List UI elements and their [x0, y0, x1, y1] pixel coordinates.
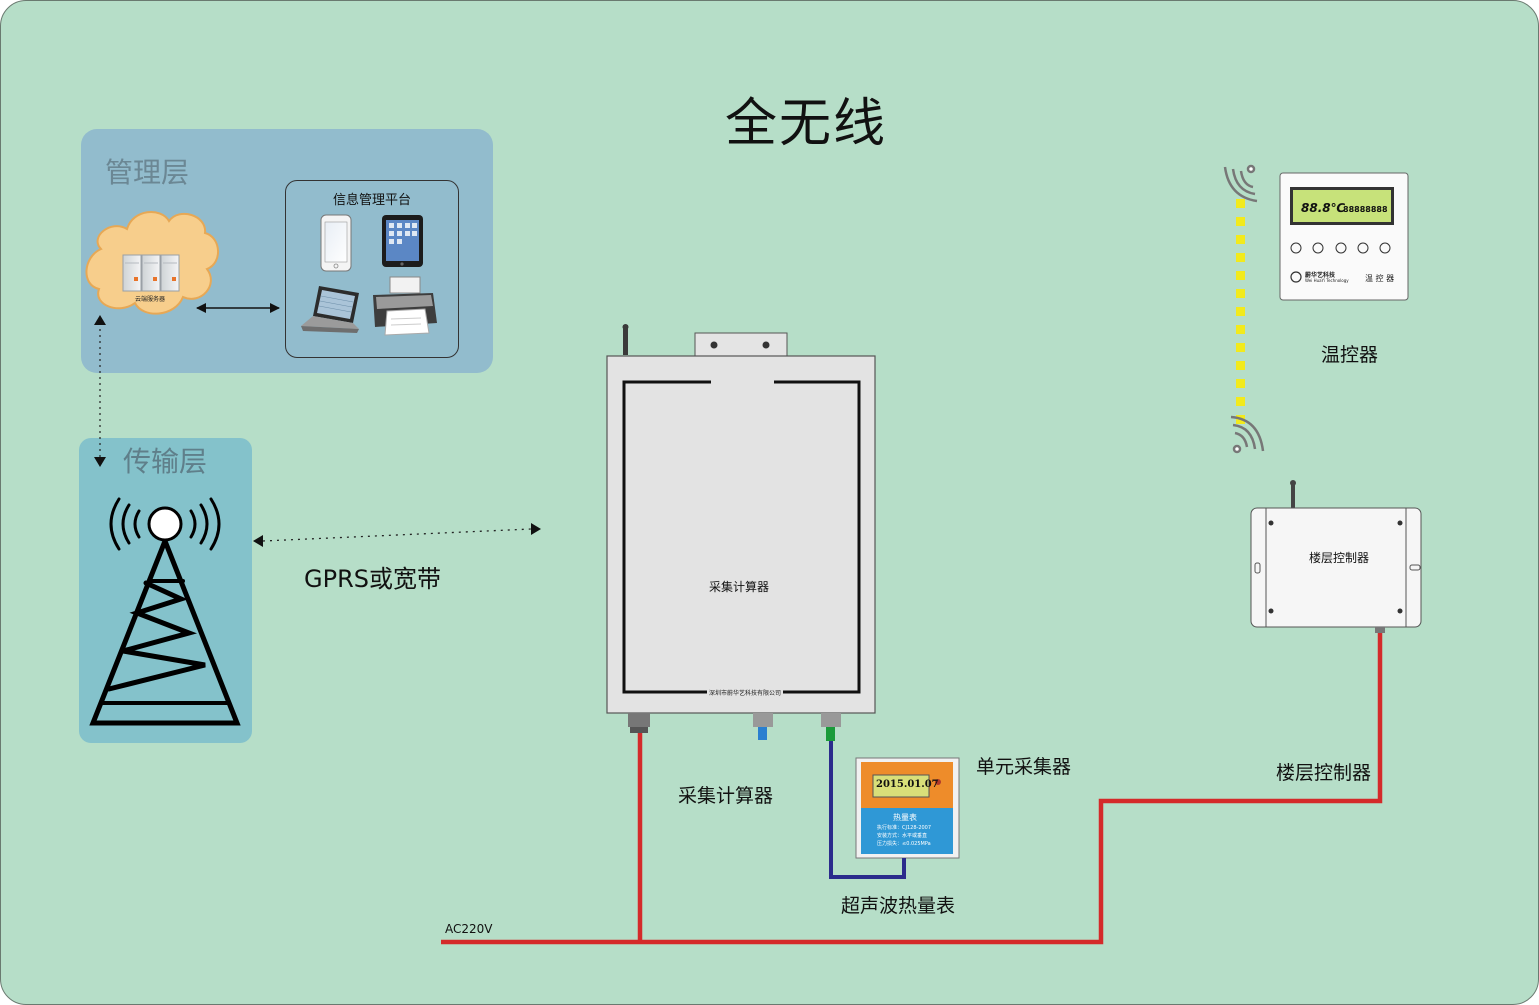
layer-link-arrow-down — [94, 457, 106, 467]
heat-meter-spec-3: 压力损失：≤0.025MPa — [877, 841, 931, 847]
thermostat-caption: 温控器 — [1321, 344, 1379, 366]
collector-panel-label: 采集计算器 — [709, 580, 770, 594]
thermostat-brand: 蔚华艺科技 — [1305, 272, 1336, 279]
floor-controller-panel-label: 楼层控制器 — [1309, 551, 1370, 565]
collector-company-label: 深圳市蔚华艺科技有限公司 — [707, 688, 784, 697]
power-supply-label: AC220V — [445, 922, 493, 936]
unit-collector-caption: 单元采集器 — [976, 756, 1072, 778]
thermostat-device — [1279, 172, 1409, 301]
heat-meter-spec-2: 安装方式：水平或垂直 — [877, 833, 928, 839]
floor-controller-caption: 楼层控制器 — [1276, 762, 1372, 784]
info-platform-box: 信息管理平台 — [285, 180, 459, 358]
wifi-signal-top-icon — [1223, 164, 1258, 203]
page-title: 全无线 — [724, 94, 887, 154]
heat-meter-caption: 超声波热量表 — [841, 895, 956, 917]
smartphone-icon — [320, 214, 352, 272]
gprs-link-label: GPRS或宽带 — [304, 565, 441, 593]
laptop-icon — [301, 286, 359, 333]
heat-meter-display: 2015.01.07 — [876, 779, 939, 790]
thermostat-digits-display: 88888888 — [1343, 205, 1388, 214]
cloud-server-icon — [85, 210, 219, 315]
floor-controller-device — [1250, 480, 1422, 633]
wifi-signal-bottom-icon — [1230, 415, 1265, 454]
signal-tower-icon — [89, 497, 241, 726]
transport-layer-title: 传输层 — [123, 445, 208, 478]
collector-caption: 采集计算器 — [678, 785, 774, 807]
thermostat-brand-en: Wei HuaYi Technology — [1305, 278, 1349, 283]
layer-link-arrow-up — [94, 315, 106, 325]
power-line-main — [441, 633, 1383, 945]
heat-meter-device — [855, 757, 960, 859]
gprs-link-arrow-left — [253, 535, 263, 547]
collector-device — [606, 324, 876, 741]
gprs-link-line — [262, 528, 532, 542]
thermostat-device-name: 温 控 器 — [1365, 274, 1395, 283]
thermostat-temp-display: 88.8℃ — [1301, 201, 1346, 215]
tablet-icon — [382, 215, 423, 267]
signal-line-heat-meter — [829, 741, 906, 879]
management-layer-title: 管理层 — [105, 156, 190, 189]
gprs-link-arrow-right — [531, 523, 541, 535]
heat-meter-spec-1: 执行标准：CJ128-2007 — [877, 825, 932, 831]
wireless-link-dots — [1236, 199, 1245, 424]
cloud-server-label: 云端服务器 — [135, 296, 166, 303]
printer-icon — [373, 276, 437, 336]
heat-meter-name: 热量表 — [893, 813, 917, 822]
info-platform-title: 信息管理平台 — [332, 193, 411, 208]
